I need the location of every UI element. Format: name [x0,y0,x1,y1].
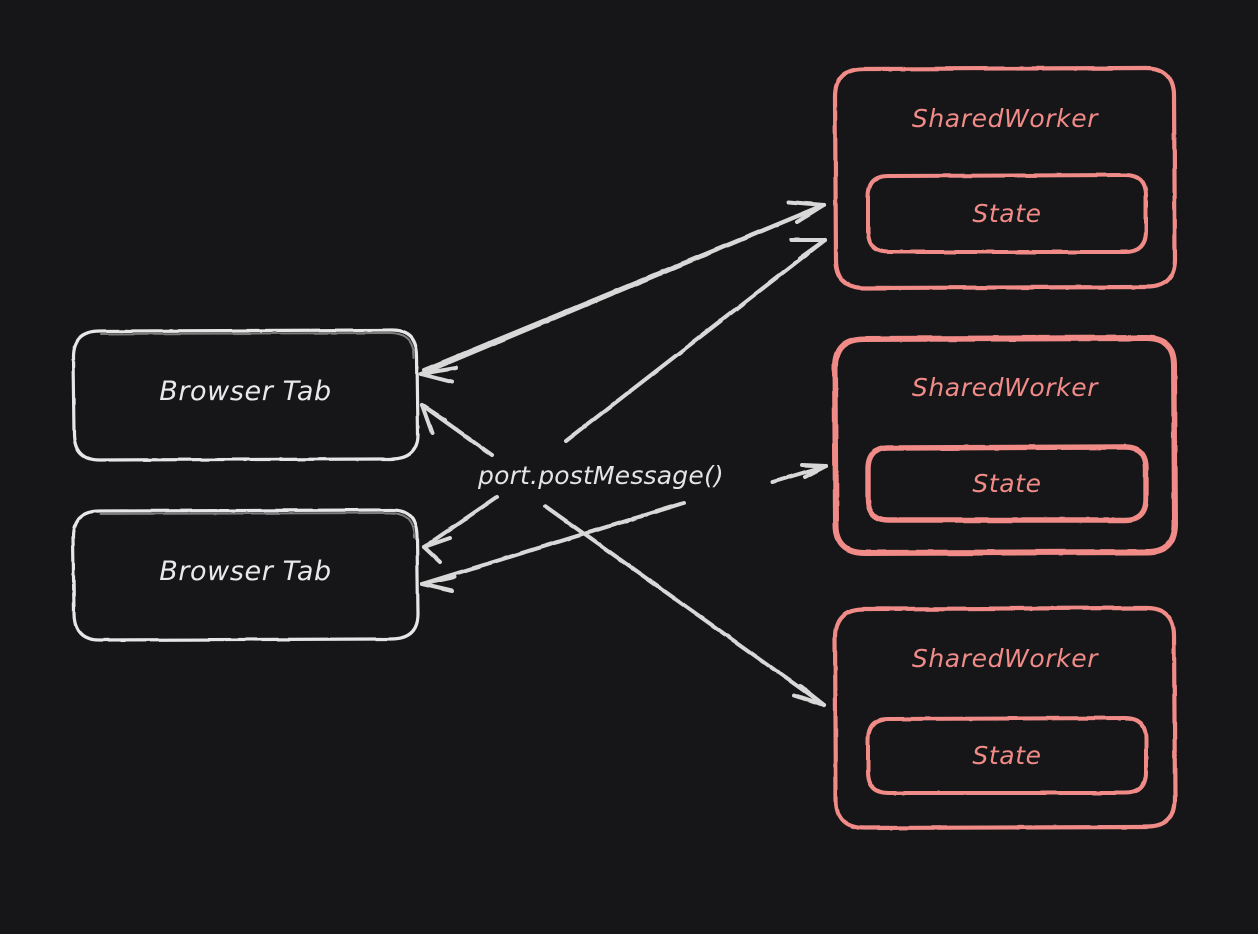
arrow-hub-to-tab-1-a [419,203,826,384]
state-box-1[interactable] [866,173,1148,254]
arrow-hub-to-tab-1-b [420,403,494,457]
shared-worker-box-3[interactable] [832,605,1178,831]
browser-tab-box-2[interactable] [71,508,420,642]
state-box-2[interactable] [865,444,1149,523]
arrow-hub-to-worker-2 [770,463,828,484]
browser-tab-box-1[interactable] [71,328,420,462]
arrow-hub-to-tab-2-a [422,495,499,564]
arrow-hub-to-worker-1-b [564,238,827,443]
arrow-hub-to-tab-2-b [420,501,686,593]
shared-worker-box-2[interactable] [832,335,1178,556]
shared-worker-box-1[interactable] [832,65,1178,291]
arrow-hub-to-worker-3 [543,504,826,707]
state-box-3[interactable] [866,716,1148,795]
